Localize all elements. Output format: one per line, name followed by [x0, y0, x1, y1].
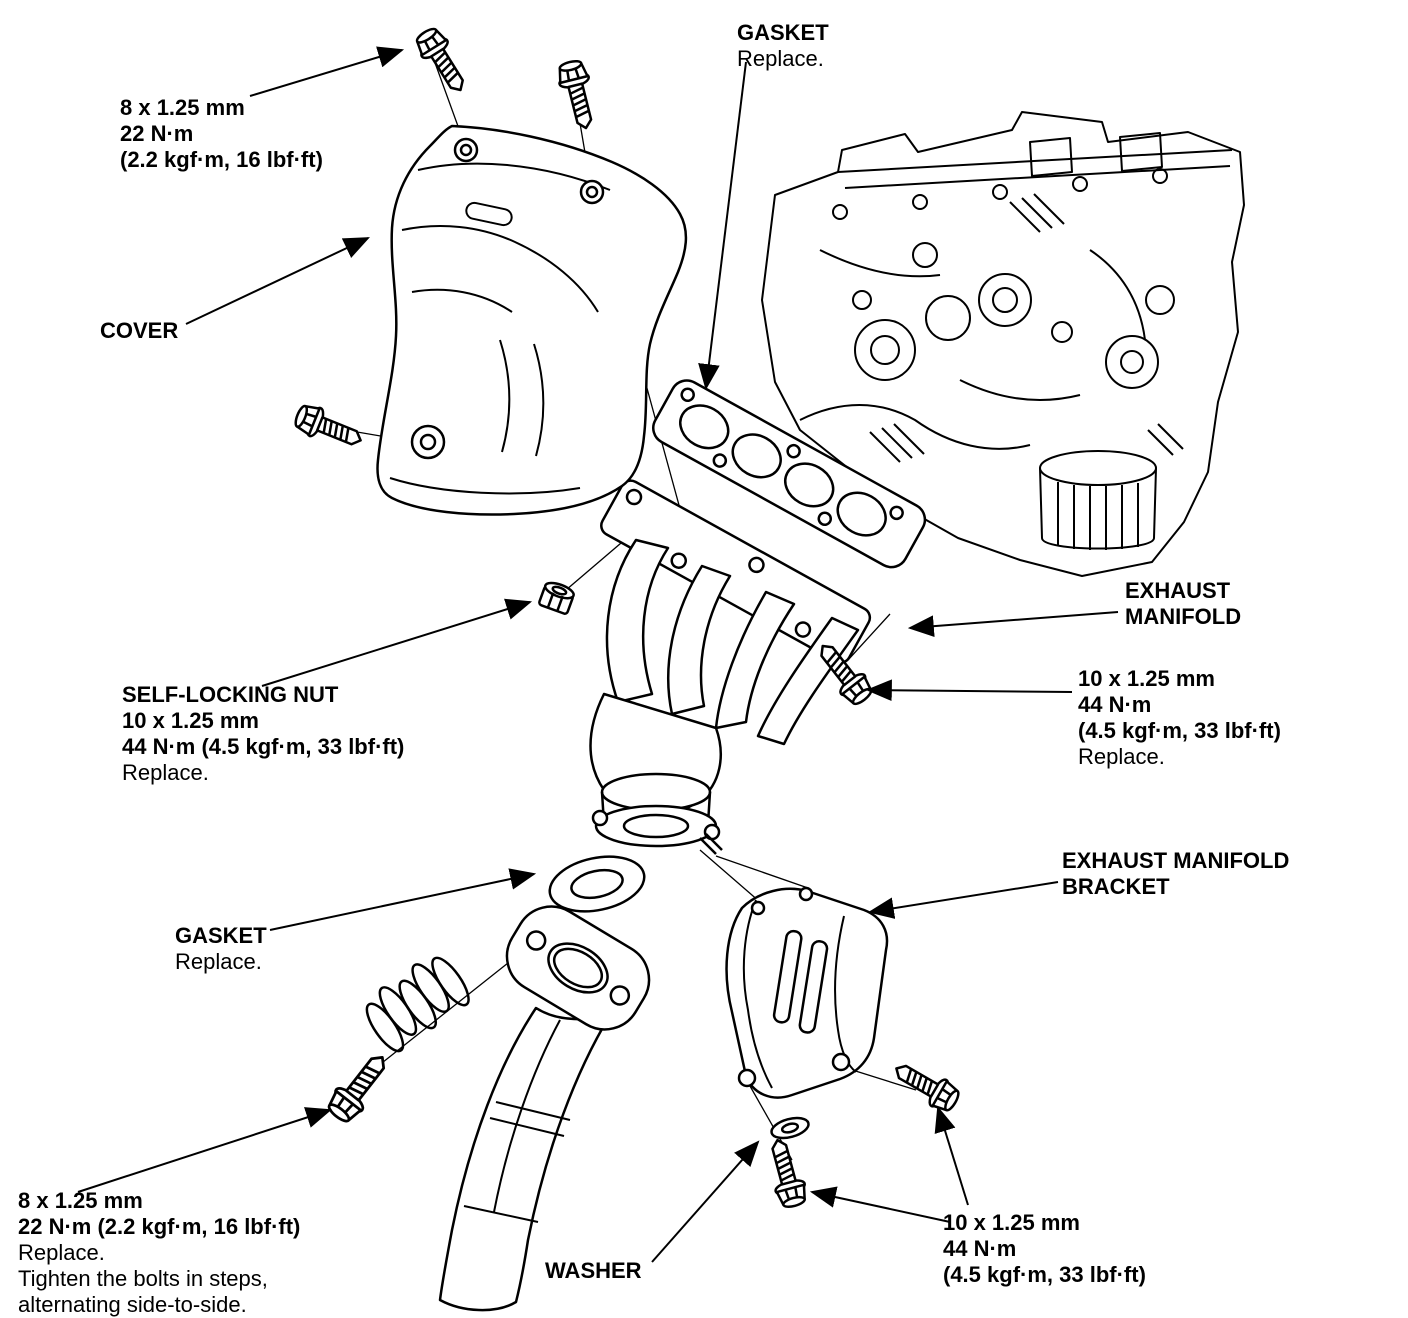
oil-filter-drawing — [1039, 450, 1157, 550]
exhaust-pipe-drawing — [438, 905, 651, 1312]
label-line: 10 x 1.25 mm — [943, 1210, 1080, 1235]
leader-gasket-top — [698, 61, 747, 391]
label-line: Replace. — [122, 760, 209, 785]
leader-exhaust-manifold — [907, 611, 1119, 637]
label-line: EXHAUST MANIFOLD — [1062, 848, 1290, 873]
leader-bracket-bolt-upper — [934, 1105, 969, 1206]
fasteners — [290, 23, 965, 1211]
label-line: Replace. — [18, 1240, 105, 1265]
label-bracket-bolt-spec: 10 x 1.25 mm 44 N·m (4.5 kgf·m, 33 lbf·f… — [943, 1210, 1146, 1288]
label-bottom-left-bolt-spec: 8 x 1.25 mm 22 N·m (2.2 kgf·m, 16 lbf·ft… — [18, 1188, 300, 1318]
label-line: MANIFOLD — [1125, 604, 1242, 629]
label-line: 44 N·m — [943, 1236, 1017, 1261]
cover-drawing — [376, 124, 688, 516]
label-line: 44 N·m (4.5 kgf·m, 33 lbf·ft) — [122, 734, 405, 759]
leader-top-bolt — [249, 46, 405, 97]
leader-lines — [77, 46, 1119, 1263]
leader-bracket — [867, 881, 1059, 919]
label-line: (4.5 kgf·m, 33 lbf·ft) — [1078, 718, 1281, 743]
label-line: Tighten the bolts in steps, — [18, 1266, 268, 1291]
cover-bolt-3 — [290, 399, 368, 456]
label-line: EXHAUST — [1125, 578, 1231, 603]
spring-drawing — [365, 956, 470, 1053]
label-line: BRACKET — [1062, 874, 1170, 899]
cover-bolt-2 — [553, 57, 602, 133]
label-line: (4.5 kgf·m, 33 lbf·ft) — [943, 1262, 1146, 1287]
label-line: 22 N·m — [120, 121, 194, 146]
label-top-bolt-spec: 8 x 1.25 mm 22 N·m (2.2 kgf·m, 16 lbf·ft… — [120, 95, 323, 173]
exhaust-manifold-drawing — [589, 479, 872, 855]
label-line: 44 N·m — [1078, 692, 1152, 717]
label-line: 10 x 1.25 mm — [122, 708, 259, 733]
label-line: 22 N·m (2.2 kgf·m, 16 lbf·ft) — [18, 1214, 301, 1239]
washer-drawing — [770, 1116, 810, 1140]
label-line: 8 x 1.25 mm — [18, 1188, 143, 1213]
label-line: 8 x 1.25 mm — [120, 95, 245, 120]
label-line: alternating side-to-side. — [18, 1292, 247, 1317]
bracket-bolt-lower — [761, 1134, 811, 1211]
label-line: 10 x 1.25 mm — [1078, 666, 1215, 691]
label-gasket-top: GASKET Replace. — [737, 20, 829, 72]
self-locking-nut-drawing — [538, 581, 575, 615]
manifold-gasket-drawing — [652, 379, 927, 569]
label-line: SELF-LOCKING NUT — [122, 682, 339, 707]
label-line: COVER — [100, 318, 179, 343]
pipe-spring-bolt — [321, 1045, 397, 1128]
label-line: (2.2 kgf·m, 16 lbf·ft) — [120, 147, 323, 172]
label-line: Replace. — [737, 46, 824, 71]
pipe-gasket-drawing — [548, 855, 646, 913]
label-cover: COVER — [100, 318, 178, 344]
label-self-locking-nut: SELF-LOCKING NUT 10 x 1.25 mm 44 N·m (4.… — [122, 682, 404, 786]
label-washer: WASHER — [545, 1258, 642, 1284]
label-gasket-lower: GASKET Replace. — [175, 923, 267, 975]
engine-block-drawing — [761, 111, 1245, 577]
leader-washer — [651, 1140, 760, 1263]
label-exhaust-manifold: EXHAUST MANIFOLD — [1125, 578, 1241, 630]
label-manifold-bolt-spec: 10 x 1.25 mm 44 N·m (4.5 kgf·m, 33 lbf·f… — [1078, 666, 1281, 770]
leader-self-locking-nut — [261, 598, 533, 687]
label-bracket: EXHAUST MANIFOLD BRACKET — [1062, 848, 1289, 900]
leader-bracket-bolt-lower — [809, 1186, 951, 1223]
label-line: WASHER — [545, 1258, 642, 1283]
leader-gasket-lower — [269, 868, 537, 931]
cover-bolt-1 — [410, 23, 475, 100]
leader-bottom-left-bolt — [77, 1107, 333, 1193]
leader-manifold-bolt — [865, 679, 1073, 702]
label-line: Replace. — [1078, 744, 1165, 769]
leader-cover — [185, 237, 370, 325]
label-line: Replace. — [175, 949, 262, 974]
label-line: GASKET — [175, 923, 267, 948]
exhaust-manifold-bracket-drawing — [725, 886, 889, 1099]
label-line: GASKET — [737, 20, 829, 45]
